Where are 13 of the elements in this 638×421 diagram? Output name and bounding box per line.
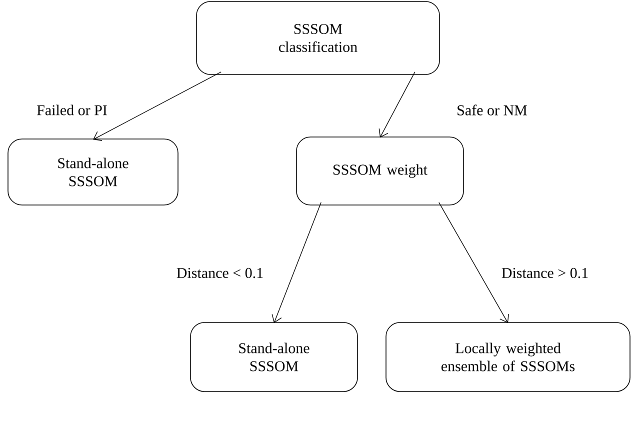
process-box: Locally weighted ensemble of SSSOMs [386,322,630,392]
edge-label: Failed or PI [36,104,108,116]
process-box: Stand-alone SSSOM [190,322,358,392]
arrow [438,202,509,324]
edge-label: Distance < 0.1 [175,266,265,280]
edge-label: Safe or NM [456,104,528,116]
process-box: SSSOM classification [196,1,440,75]
process-box: SSSOM weight [296,136,464,206]
arrow [378,72,416,138]
arrow [93,72,222,141]
edge-label: Distance > 0.1 [500,266,590,280]
arrow [272,202,322,324]
process-box: Stand-alone SSSOM [8,138,178,206]
